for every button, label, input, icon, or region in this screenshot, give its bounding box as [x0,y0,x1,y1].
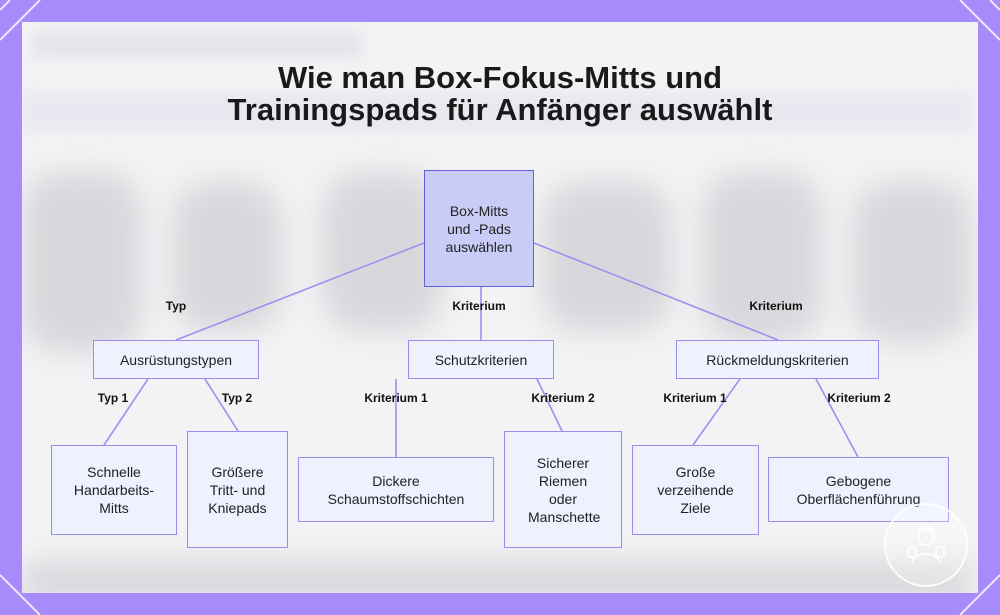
edge-label-schutz-kriterium-2: Kriterium 2 [531,391,594,405]
edge-root-ausruestung [176,243,424,340]
edge-label-typ: Typ [166,299,186,313]
node-gebogene-label: Gebogene Oberflächenführung [779,472,939,508]
edge-label-typ-1: Typ 1 [98,391,128,405]
node-groessere-tritt-kniepads: Größere Tritt- und Kniepads [187,431,288,548]
node-dickere-schaumstoffschichten: Dickere Schaumstoffschichten [298,457,494,522]
edge-label-rueck-kriterium-1: Kriterium 1 [663,391,726,405]
node-schutzkriterien: Schutzkriterien [408,340,554,379]
node-schnelle-label: Schnelle Handarbeits-Mitts [64,463,164,517]
badge-glyph [898,517,954,573]
node-rueckmeldungskriterien-label: Rückmeldungskriterien [706,351,848,369]
node-root: Box-Mitts und -Pads auswählen [424,170,534,287]
node-grosse-verzeihende-ziele: Große verzeihende Ziele [632,445,759,535]
edge-aus-schnelle [104,379,148,445]
node-ausruestungstypen-label: Ausrüstungstypen [120,351,232,369]
node-rueckmeldungskriterien: Rückmeldungskriterien [676,340,879,379]
edge-rueck-grosse [693,379,740,445]
node-grosse-label: Große verzeihende Ziele [648,463,743,517]
edge-label-rueck-kriterium-2: Kriterium 2 [827,391,890,405]
node-dickere-label: Dickere Schaumstoffschichten [311,472,481,508]
edge-aus-groessere [205,379,238,431]
node-schutzkriterien-label: Schutzkriterien [435,351,528,369]
node-ausruestungstypen: Ausrüstungstypen [93,340,259,379]
edge-root-rueckmeldung [534,243,778,340]
edge-label-kriterium-schutz: Kriterium [452,299,505,313]
node-groessere-label: Größere Tritt- und Kniepads [198,463,278,517]
edge-label-kriterium-rueck: Kriterium [749,299,802,313]
node-root-label: Box-Mitts und -Pads auswählen [439,202,519,256]
node-sicherer-label: Sicherer Riemen oder Manschette [528,454,598,526]
edge-schutz-sicherer [537,379,562,431]
node-schnelle-handarbeits-mitts: Schnelle Handarbeits-Mitts [51,445,177,535]
edge-label-schutz-kriterium-1: Kriterium 1 [364,391,427,405]
node-sicherer-riemen-manschette: Sicherer Riemen oder Manschette [504,431,622,548]
boxing-coach-icon [884,503,968,587]
edge-label-typ-2: Typ 2 [222,391,252,405]
